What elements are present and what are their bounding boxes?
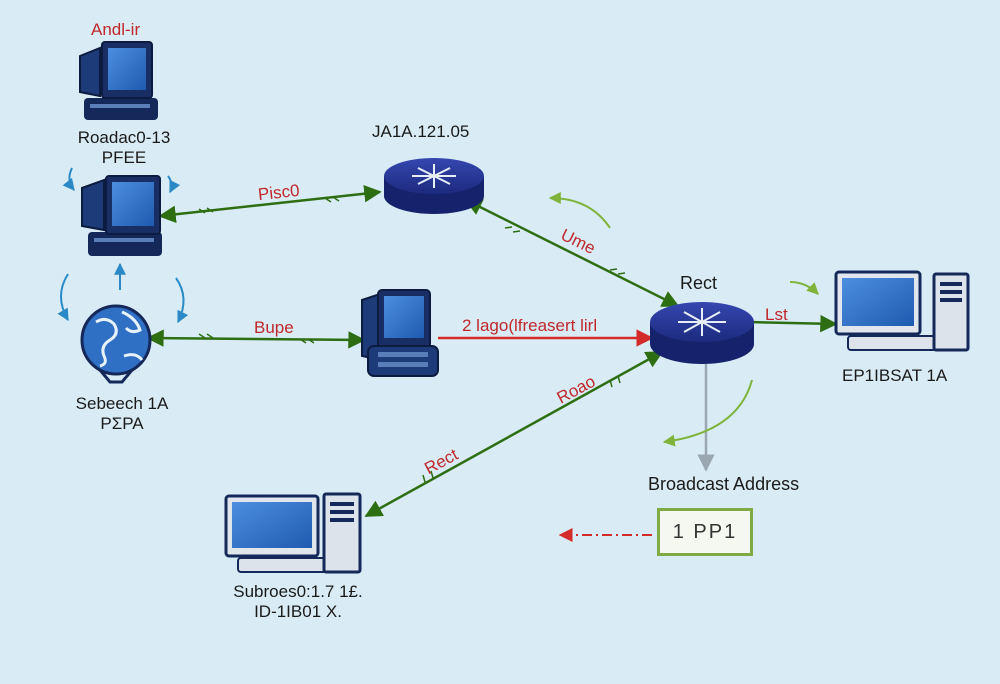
link-laptop-router-top — [158, 185, 382, 223]
terminal-icon[interactable] — [361, 289, 439, 377]
desktop-bottom-label-line2: ID-1IB01 Χ. — [254, 602, 342, 621]
laptop-top-label: Roadac0-13 PFEE — [60, 128, 188, 168]
laptop-top-label-line2: PFEE — [101, 148, 147, 167]
flow-arrow-icon — [62, 167, 75, 191]
desktop-bottom-label: Subroes0:1.7 1£. ID-1IB01 Χ. — [218, 582, 378, 622]
link-tick-marks — [198, 196, 626, 483]
desktop-right-icon[interactable] — [834, 270, 970, 352]
flow-arrow-icon — [662, 379, 753, 447]
link-label-router-main-desktop-right: Lst — [765, 305, 788, 324]
link-router-main-desktop-right — [747, 314, 838, 333]
link-desktop-bottom-router-main — [364, 350, 664, 518]
globe-label-line1: Sebeech 1A — [75, 394, 169, 413]
laptop-top-label-line1: Roadac0-13 — [77, 128, 171, 147]
broadcast-address-box[interactable]: 1 PP1 — [657, 508, 753, 556]
flow-arrow-icon — [175, 277, 189, 324]
desktop-bottom-label-line1: Subroes0:1.7 1£. — [233, 582, 363, 601]
router-main-label: Rect — [680, 273, 718, 293]
router-top-label: JA1A.121.05 — [372, 122, 470, 141]
laptop-middle-icon[interactable] — [81, 175, 162, 256]
link-globe-terminal — [146, 329, 366, 349]
link-label-globe-terminal: Bupe — [254, 318, 294, 337]
flow-arrow-icon — [57, 273, 69, 322]
globe-icon[interactable] — [80, 304, 152, 384]
laptop-top-name: Andl-ir — [91, 20, 141, 39]
laptop-top-icon[interactable] — [79, 41, 158, 120]
flow-arrow-icon — [167, 175, 181, 194]
desktop-right-label: EP1IBSAT 1A — [842, 366, 948, 385]
router-top-icon[interactable] — [384, 158, 484, 214]
router-main-icon[interactable] — [650, 302, 754, 364]
broadcast-address-label: Broadcast Address — [648, 474, 800, 494]
globe-label-line2: PΣPA — [100, 414, 144, 433]
globe-label: Sebeech 1A PΣPA — [52, 394, 192, 434]
flow-arrow-icon — [789, 281, 819, 295]
flow-arrow-icon — [548, 192, 611, 229]
link-label-terminal-router-main: 2 lago(lfreasert lirl — [462, 316, 598, 335]
desktop-bottom-icon[interactable] — [224, 492, 362, 574]
broadcast-address-value: 1 PP1 — [672, 520, 738, 543]
link-router-top-router-main — [464, 198, 680, 308]
